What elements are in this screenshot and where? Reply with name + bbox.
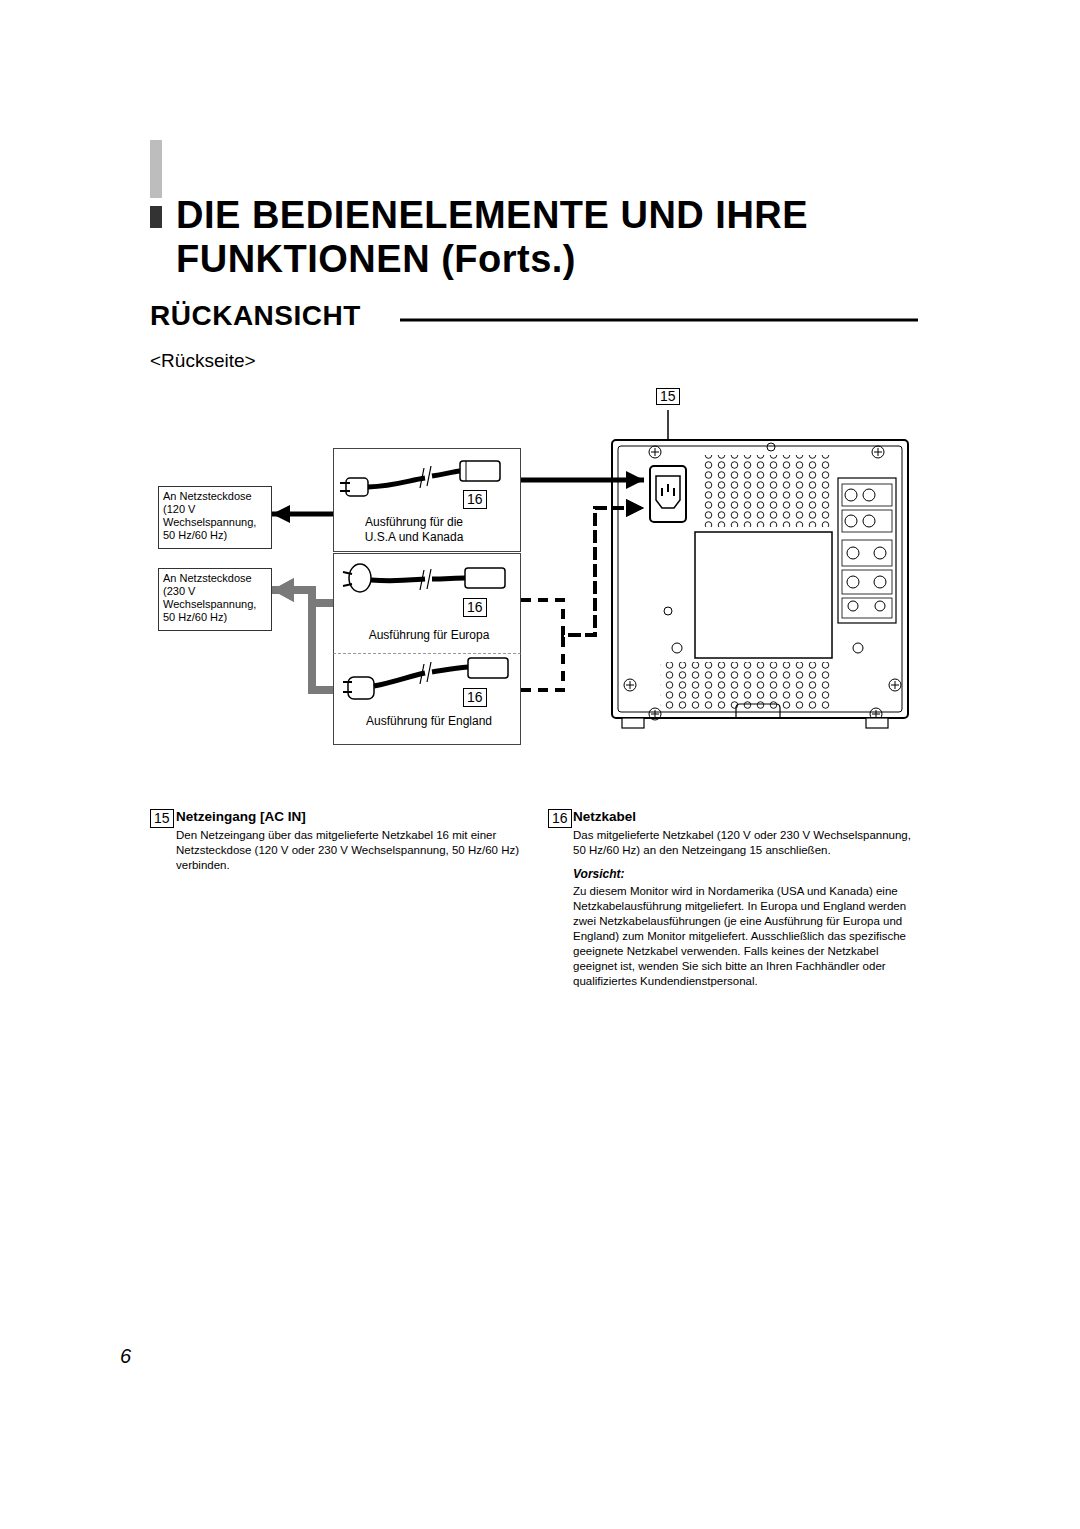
outlet-box: An Netzsteckdose (230 V Wechselspannung,… [158,568,272,631]
heading-rule [400,319,918,322]
dashed-connector [521,508,644,635]
cord-label: Ausführung für die U.S.A und Kanada [354,515,474,545]
callout-number: 16 [463,598,487,617]
callout-number: 16 [463,688,487,707]
power-connector [272,590,333,690]
item-heading: Netzeingang [AC IN] [176,808,306,825]
title-bars [150,140,162,228]
body-text: Zu diesem Monitor wird in Nordamerika (U… [573,884,923,989]
section-heading: RÜCKANSICHT [150,300,361,332]
cord-box: Ausführung für England [333,653,521,745]
callout-number: 16 [548,809,572,828]
body-text: Das mitgelieferte Netzkabel (120 V oder … [573,828,923,858]
page-title: DIE BEDIENELEMENTE UND IHRE FUNKTIONEN (… [176,193,936,281]
power-connector [521,478,644,483]
subheading: <Rückseite> [150,350,256,372]
page-number: 6 [120,1345,131,1368]
power-connector [272,512,333,517]
callout-number: 15 [656,388,680,405]
monitor-rear: 15 [612,440,908,718]
outlet-label: An Netzsteckdose (230 V Wechselspannung,… [163,572,267,624]
outlet-box: An Netzsteckdose (120 V Wechselspannung,… [158,486,272,549]
item-heading: Netzkabel [573,808,636,825]
callout-number: 15 [150,809,174,828]
cord-box: Ausführung für die U.S.A und Kanada [333,448,521,552]
cord-label: Ausführung für Europa [354,628,504,643]
outlet-label: An Netzsteckdose (120 V Wechselspannung,… [163,490,267,542]
dashed-connector [521,508,644,690]
monitor-rear [612,440,908,728]
cord-box: Ausführung für Europa [333,553,521,653]
caution-heading: Vorsicht: [573,867,625,882]
cord-label: Ausführung für England [354,714,504,729]
europe-cord [343,564,505,592]
body-text: Den Netzeingang über das mitgelieferte N… [176,828,521,873]
callout-number: 16 [463,490,487,509]
